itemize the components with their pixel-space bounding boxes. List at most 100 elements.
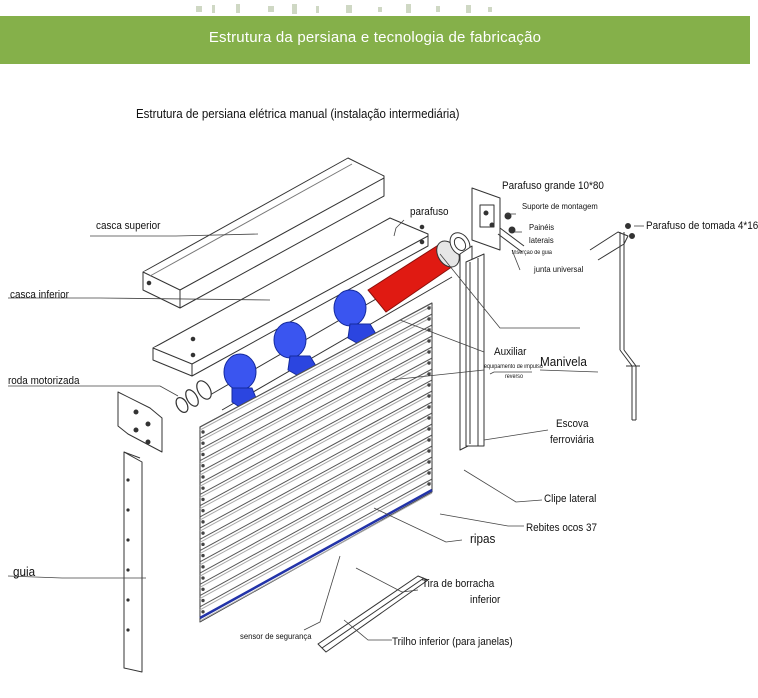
slat-line xyxy=(199,481,433,611)
label-equipamento-1: equipamento de impulso xyxy=(484,364,543,370)
bottom-rail xyxy=(317,575,429,653)
slat-line xyxy=(199,327,433,453)
slat-rivet xyxy=(201,464,205,468)
label-sensor: sensor de segurança xyxy=(240,631,312,641)
label-suporte-montagem: Suporte de montagem xyxy=(522,201,598,211)
slat-line xyxy=(199,448,433,577)
slat-line xyxy=(199,357,433,484)
slat-line xyxy=(199,302,433,428)
slat-rivet xyxy=(201,598,205,603)
slat-rivet xyxy=(201,587,205,591)
slat-line xyxy=(199,379,433,507)
label-paineis-1: Painéis xyxy=(529,222,555,232)
label-escova-1: Escova xyxy=(556,418,589,430)
slat-rivet xyxy=(427,482,431,486)
universal-joint xyxy=(497,212,525,253)
label-junta-universal: junta universal xyxy=(534,264,584,274)
label-paineis-2: laterais xyxy=(529,235,554,245)
slat-line xyxy=(199,470,433,599)
slat-line xyxy=(199,445,433,574)
label-tira-1: Tira de borracha xyxy=(422,578,495,590)
slat-line xyxy=(199,426,433,555)
slat-line xyxy=(199,459,433,588)
slat-line xyxy=(199,305,433,431)
slat-line xyxy=(199,324,433,450)
label-parafuso-grande: Parafuso grande 10*80 xyxy=(502,180,604,192)
slat-rivet xyxy=(427,394,431,398)
slat-rivet xyxy=(201,553,205,558)
slat-line xyxy=(199,437,433,566)
slat-rivet xyxy=(201,520,205,524)
slat-line xyxy=(199,423,433,552)
banner-title: Estrutura da persiana e tecnologia de fa… xyxy=(208,29,542,46)
header-banner: Estrutura da persiana e tecnologia de fa… xyxy=(0,16,750,64)
slat-rivet xyxy=(427,383,431,387)
lower-shell xyxy=(152,217,429,377)
slat-rivet xyxy=(201,441,205,445)
slat-rivet xyxy=(427,416,431,420)
slat-line xyxy=(199,313,433,439)
slat-line xyxy=(199,415,433,543)
label-insercao-guia: Inserção de guia xyxy=(512,250,552,256)
label-escova-2: ferroviária xyxy=(550,434,595,446)
slat-line xyxy=(199,467,433,596)
label-trilho: Trilho inferior (para janelas) xyxy=(392,636,513,648)
label-roda-motorizada: roda motorizada xyxy=(8,375,80,387)
slat-rivet xyxy=(427,339,431,343)
label-casca-superior: casca superior xyxy=(96,220,161,232)
slat-rivet xyxy=(427,405,431,409)
label-guia: guia xyxy=(13,564,36,579)
label-manivela: Manivela xyxy=(540,354,587,369)
slat-line xyxy=(199,393,433,521)
slat-line xyxy=(199,456,433,585)
slat-line xyxy=(199,404,433,532)
crank-handle xyxy=(589,223,640,421)
blue-brackets xyxy=(223,289,397,411)
right-side-panel xyxy=(459,187,501,451)
slat-line xyxy=(199,401,433,529)
slat-rivet xyxy=(427,438,431,442)
slat-line xyxy=(199,346,433,473)
slat-rivet xyxy=(427,427,431,431)
label-parafuso-tomada: Parafuso de tomada 4*16 xyxy=(646,220,758,232)
slat-rivet xyxy=(201,486,205,490)
slat-rivet xyxy=(201,610,205,614)
label-rebites: Rebites ocos 37 xyxy=(526,522,598,534)
diagram-title: Estrutura de persiana elétrica manual (i… xyxy=(136,107,460,121)
label-ripas: ripas xyxy=(470,531,496,546)
leader-lines xyxy=(7,213,644,641)
slat-line xyxy=(199,316,433,442)
slat-rivet xyxy=(427,361,431,365)
motor-tube xyxy=(367,232,471,313)
slat-rivet xyxy=(201,576,205,580)
label-parafuso: parafuso xyxy=(410,206,449,218)
label-tira-2: inferior xyxy=(470,594,501,606)
slat-rivet xyxy=(427,317,431,321)
slat-rivet xyxy=(427,471,431,475)
slat-line xyxy=(199,412,433,540)
slat-rivet xyxy=(427,306,431,310)
slat-rivet xyxy=(201,531,205,535)
slat-rivet xyxy=(201,497,205,502)
slats-curtain xyxy=(199,302,433,623)
left-guide-rail xyxy=(117,391,163,673)
slat-rivet xyxy=(201,475,205,479)
slat-line xyxy=(199,335,433,462)
slat-line xyxy=(199,368,433,495)
decorative-dots xyxy=(196,4,492,14)
label-equipamento-2: reverso xyxy=(505,374,524,380)
slat-rivet xyxy=(201,430,205,434)
slat-rivet xyxy=(201,542,205,547)
upper-shell xyxy=(142,157,385,309)
slat-line xyxy=(199,371,433,498)
slat-line xyxy=(199,434,433,563)
slat-rivet xyxy=(427,372,431,376)
slat-line xyxy=(199,478,433,608)
label-auxiliar: Auxiliar xyxy=(494,346,527,358)
slat-line xyxy=(199,382,433,510)
slat-rivet xyxy=(427,449,431,453)
slat-rivet xyxy=(201,565,205,569)
slat-line xyxy=(199,492,433,622)
slat-line xyxy=(199,390,433,518)
